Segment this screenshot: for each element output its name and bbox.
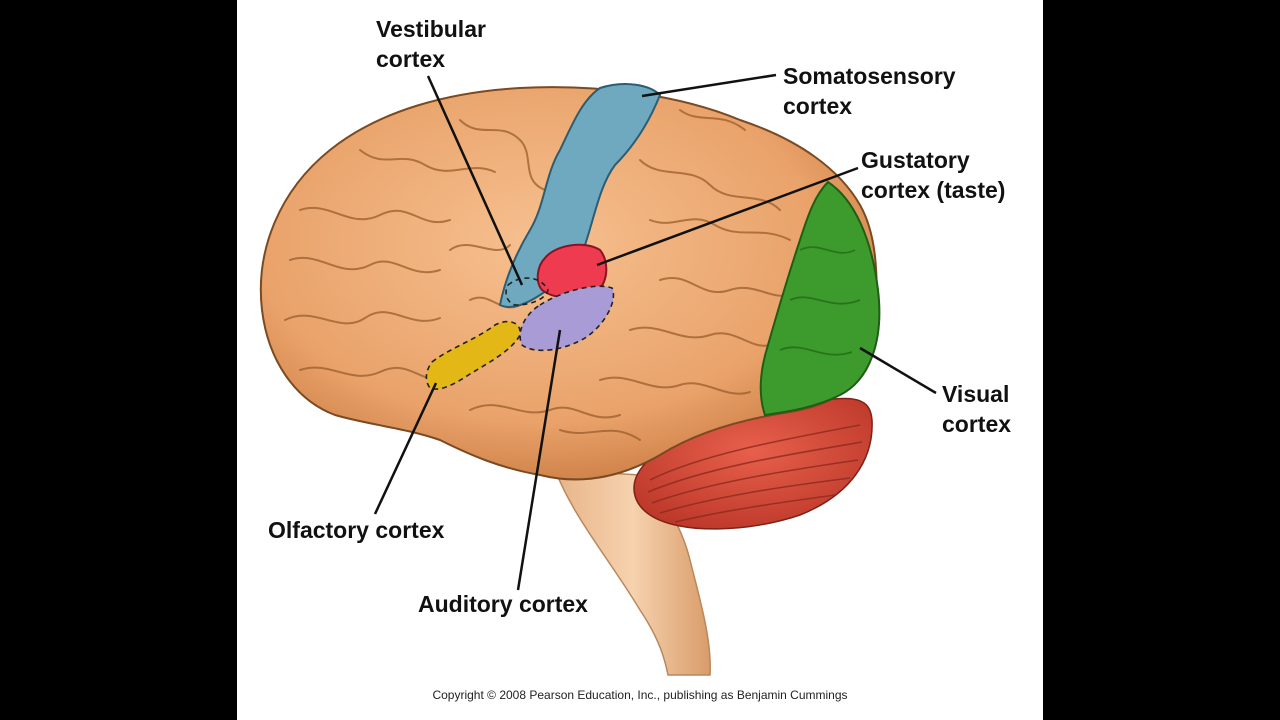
label-gustatory-cortex: Gustatory cortex (taste) (861, 145, 1005, 205)
leader-lines (373, 73, 937, 591)
label-visual-line1: Visual (942, 381, 1010, 407)
label-somatosensory-line1: Somatosensory (783, 63, 956, 89)
label-somatosensory-cortex: Somatosensory cortex (783, 61, 956, 121)
label-gustatory-line1: Gustatory (861, 147, 970, 173)
auditory-cortex-region (519, 285, 615, 352)
leader-line-olfactory (373, 382, 438, 515)
cerebellum-folia (647, 424, 863, 523)
leader-line-vestibular (426, 75, 524, 286)
label-somatosensory-line2: cortex (783, 93, 853, 119)
leader-line-visual (859, 346, 937, 395)
leader-line-somatosensory (641, 73, 777, 98)
leader-line-gustatory (596, 166, 859, 267)
label-vestibular-cortex: Vestibular cortex (376, 14, 486, 74)
olfactory-cortex-region (425, 320, 521, 390)
label-visual-line2: cortex (942, 411, 1012, 437)
label-vestibular-line2: cortex (376, 46, 446, 72)
somatosensory-cortex-region (498, 83, 662, 308)
visual-cortex-folds (779, 246, 861, 356)
label-auditory-cortex: Auditory cortex (418, 591, 588, 617)
gyri-folds (284, 109, 791, 441)
label-visual-cortex: Visual cortex (942, 379, 1011, 439)
label-vestibular-line1: Vestibular (376, 16, 486, 42)
copyright-notice: Copyright © 2008 Pearson Education, Inc.… (432, 688, 848, 702)
visual-cortex-region (759, 180, 881, 417)
label-gustatory-line2: cortex (taste) (861, 177, 1006, 203)
label-olfactory-cortex: Olfactory cortex (268, 517, 445, 543)
leader-line-auditory (516, 329, 562, 591)
